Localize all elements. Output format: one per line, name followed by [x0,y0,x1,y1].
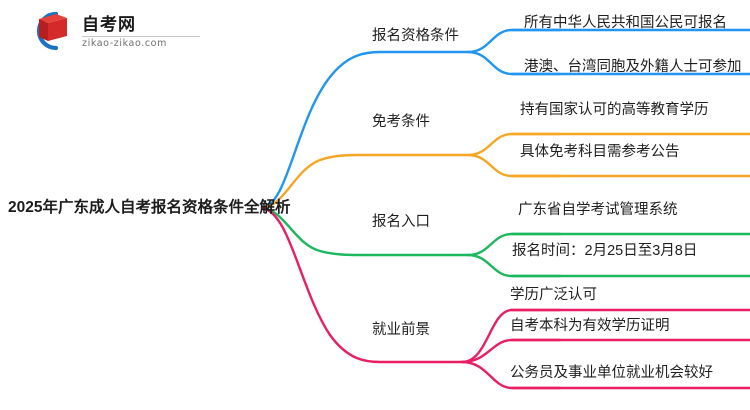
mindmap-branch-node-1: 报名资格条件 [372,28,459,44]
branch-line-2 [260,153,470,210]
branch-line-4 [260,206,464,364]
site-logo: 自考网 zikao-zikao.com [26,8,206,54]
logo-subtitle: zikao-zikao.com [82,38,167,49]
mindmap-leaf-node-3-1: 广东省自学考试管理系统 [518,202,678,218]
branch-line-3 [260,206,470,257]
mindmap-leaf-node-4-2: 自考本科为有效学历证明 [510,318,670,334]
logo-title: 自考网 [82,15,136,34]
branch-line-4-child-1 [460,308,562,364]
mindmap-leaf-node-3-2: 报名时间：2月25日至3月8日 [512,243,698,259]
mindmap-root-node: 2025年广东成人自考报名资格条件全解析 [8,199,291,216]
mindmap-leaf-node-1-1: 所有中华人民共和国公民可报名 [524,15,727,31]
mindmap-leaf-node-2-2: 具体免考科目需参考公告 [520,144,680,160]
logo-divider [82,36,200,37]
branch-line-4-child-2 [460,338,562,364]
book-arc-logo-icon [26,9,76,53]
mindmap-branch-node-4: 就业前景 [372,322,430,338]
mindmap-leaf-node-2-1: 持有国家认可的高等教育学历 [520,102,709,118]
mindmap-branch-node-3: 报名入口 [372,214,430,230]
mindmap-branch-node-2: 免考条件 [372,114,430,130]
mindmap-leaf-node-4-3: 公务员及事业单位就业机会较好 [510,365,713,381]
branch-line-1-child-1 [466,28,562,54]
mindmap-leaf-node-4-1: 学历广泛认可 [510,287,597,303]
mindmap-leaf-node-1-2: 港澳、台湾同胞及外籍人士可参加 [524,59,742,75]
branch-line-1 [260,50,470,210]
logo-text-block: 自考网 zikao-zikao.com [82,13,200,49]
